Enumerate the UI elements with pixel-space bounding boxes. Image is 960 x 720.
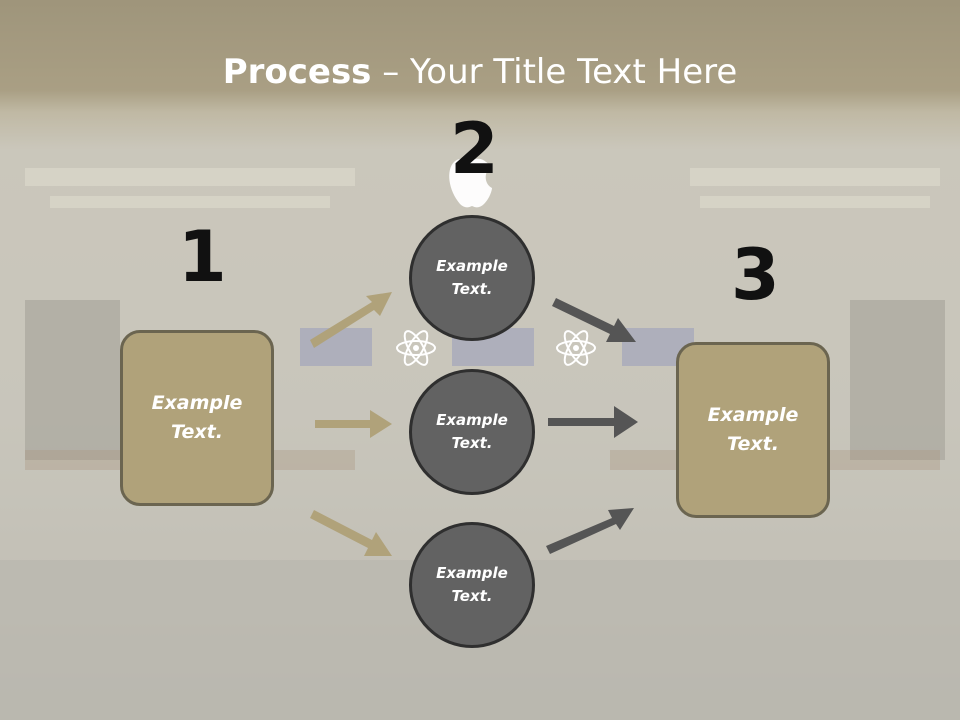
tan-arrow-down bbox=[310, 510, 392, 556]
step-number-1: 1 bbox=[178, 216, 227, 298]
left-box-text: Example Text. bbox=[151, 392, 243, 443]
circle-middle[interactable]: Example Text. bbox=[409, 369, 535, 495]
circle-bottom-text: Example Text. bbox=[436, 564, 508, 605]
right-box-text: Example Text. bbox=[707, 404, 799, 455]
circle-top[interactable]: Example Text. bbox=[409, 215, 535, 341]
left-text-box[interactable]: Example Text. bbox=[120, 330, 274, 506]
title-bold: Process bbox=[222, 52, 372, 92]
dark-arrow-down bbox=[552, 298, 636, 342]
right-text-box[interactable]: Example Text. bbox=[676, 342, 830, 518]
slide-title: Process – Your Title Text Here bbox=[0, 52, 960, 92]
step-number-2: 2 bbox=[450, 108, 499, 190]
tan-arrow-up bbox=[310, 292, 392, 348]
dark-arrow-middle bbox=[548, 406, 638, 438]
tan-arrow-middle bbox=[315, 410, 392, 438]
atom-icon bbox=[556, 330, 596, 366]
dark-arrow-up bbox=[546, 508, 634, 554]
apple-logo-icon bbox=[449, 144, 492, 208]
circle-bottom[interactable]: Example Text. bbox=[409, 522, 535, 648]
step-number-3: 3 bbox=[731, 234, 780, 316]
circle-middle-text: Example Text. bbox=[436, 411, 508, 452]
circle-top-text: Example Text. bbox=[436, 257, 508, 298]
atom-icon bbox=[396, 330, 436, 366]
title-rest: – Your Title Text Here bbox=[371, 52, 738, 92]
